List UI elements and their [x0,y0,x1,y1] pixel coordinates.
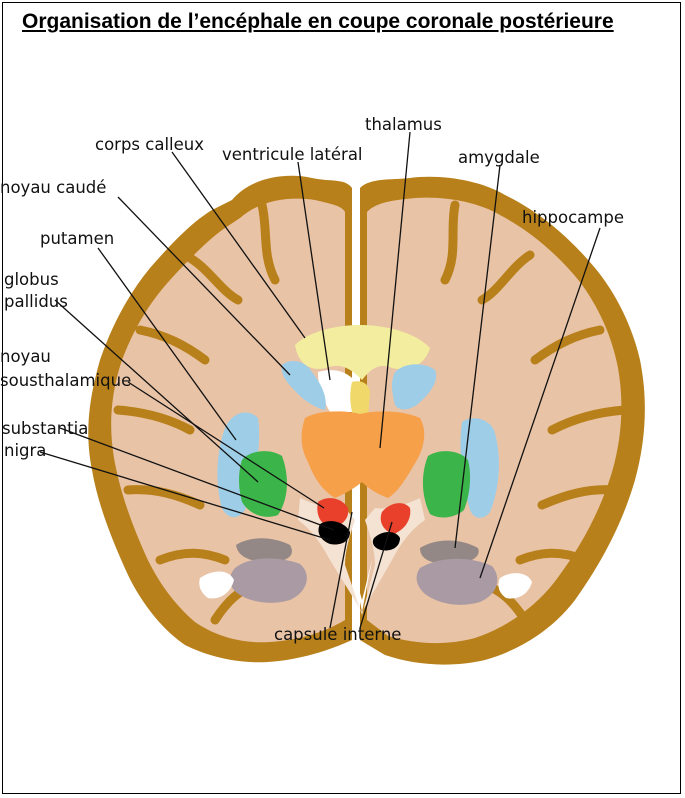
label-pallidus: pallidus [4,292,68,311]
label-noyau-caude: noyau caudé [0,178,106,197]
label-substantia: substantia [2,419,88,438]
left-globus-pallidus [239,451,287,517]
fornix [350,381,370,418]
label-hippocampe: hippocampe [522,208,624,227]
label-sousthalamique: sousthalamique [0,371,131,390]
label-nigra: nigra [4,441,46,460]
label-thalamus: thalamus [365,115,442,134]
label-amygdale: amygdale [458,148,540,167]
label-noyau: noyau [0,347,51,366]
label-ventricule-lateral: ventricule latéral [222,145,363,164]
label-capsule-interne: capsule interne [274,625,401,644]
label-globus: globus [4,270,59,289]
label-corps-calleux: corps calleux [95,135,204,154]
label-putamen: putamen [40,229,114,248]
